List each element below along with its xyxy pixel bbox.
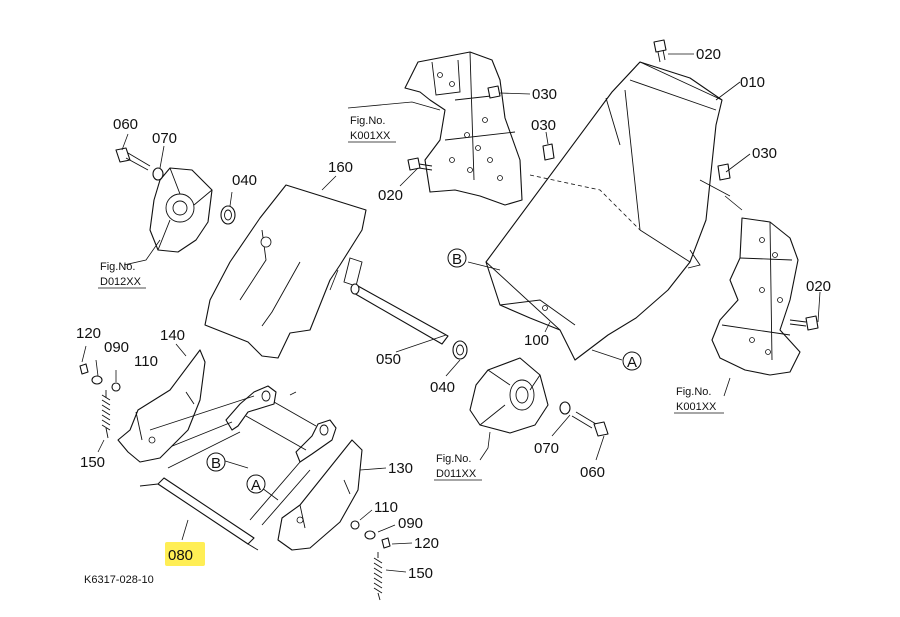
top-frame-bracket bbox=[404, 51, 523, 206]
label-120-left: 120 bbox=[76, 325, 101, 342]
svg-text:B: B bbox=[452, 251, 462, 268]
clip-030-c bbox=[717, 163, 731, 181]
bushing-040-lower bbox=[452, 340, 468, 360]
bolt-060-upper bbox=[115, 147, 151, 171]
pin-120-left bbox=[79, 363, 89, 375]
label-070-lower: 070 bbox=[534, 440, 559, 457]
svg-text:K001XX: K001XX bbox=[350, 130, 391, 142]
leader-lines bbox=[81, 53, 821, 573]
svg-text:D011XX: D011XX bbox=[436, 468, 477, 480]
rod-080 bbox=[139, 477, 259, 551]
marker-a-lower: A bbox=[246, 474, 266, 494]
label-150-left: 150 bbox=[80, 454, 105, 471]
figure-code: K6317-028-10 bbox=[84, 574, 154, 586]
fig-ref-d011: Fig.No. D011XX bbox=[434, 453, 482, 481]
label-030-b: 030 bbox=[531, 117, 556, 134]
label-040-upper: 040 bbox=[232, 172, 257, 189]
spring-150-right bbox=[373, 552, 383, 601]
label-100: 100 bbox=[524, 332, 549, 349]
bolt-020-right bbox=[789, 315, 819, 331]
label-110-left: 110 bbox=[134, 353, 158, 370]
bearing-housing-d011 bbox=[469, 357, 549, 434]
label-090-right: 090 bbox=[398, 515, 423, 532]
bolt-020-top bbox=[653, 39, 667, 63]
label-020-left: 020 bbox=[378, 187, 403, 204]
svg-text:Fig.No.: Fig.No. bbox=[100, 261, 135, 273]
svg-text:Fig.No.: Fig.No. bbox=[436, 453, 471, 465]
shaft-050 bbox=[350, 283, 449, 345]
part-labels: 020 010 030 030 030 020 020 060 070 040 … bbox=[76, 46, 831, 582]
label-120-right: 120 bbox=[414, 535, 439, 552]
bolt-020-left bbox=[407, 157, 433, 171]
label-080: 080 bbox=[168, 547, 193, 564]
discharge-chute-010 bbox=[485, 61, 723, 361]
bolt-060-lower bbox=[571, 411, 609, 437]
washer-090-right bbox=[364, 530, 376, 540]
fig-ref-k001-top: Fig.No. K001XX bbox=[348, 115, 396, 143]
bushing-040-upper bbox=[220, 205, 236, 225]
label-030-a: 030 bbox=[532, 86, 557, 103]
label-150-right: 150 bbox=[408, 565, 433, 582]
washer-070-lower bbox=[559, 401, 571, 415]
svg-text:A: A bbox=[627, 354, 637, 371]
label-070-upper: 070 bbox=[152, 130, 177, 147]
label-140: 140 bbox=[160, 327, 185, 344]
washer-110-left bbox=[111, 382, 121, 392]
washer-090-left bbox=[91, 375, 103, 385]
side-bracket-130 bbox=[277, 439, 363, 551]
side-bracket-140 bbox=[117, 349, 206, 463]
label-130: 130 bbox=[388, 460, 413, 477]
highlight-080 bbox=[165, 542, 205, 566]
bearing-housing-d012 bbox=[149, 167, 213, 253]
label-030-c: 030 bbox=[752, 145, 777, 162]
cover-plate-160 bbox=[204, 184, 367, 359]
right-frame-bracket bbox=[711, 217, 801, 376]
marker-a-upper: A bbox=[622, 351, 642, 371]
label-090-left: 090 bbox=[104, 339, 129, 356]
link-arm-assembly bbox=[149, 385, 337, 526]
washer-070-upper bbox=[152, 167, 164, 181]
svg-text:B: B bbox=[211, 455, 221, 472]
label-160: 160 bbox=[328, 159, 353, 176]
marker-b-upper: B bbox=[447, 248, 467, 268]
label-010: 010 bbox=[740, 74, 765, 91]
svg-text:A: A bbox=[251, 477, 261, 494]
label-110-right: 110 bbox=[374, 499, 398, 516]
svg-text:K001XX: K001XX bbox=[676, 401, 717, 413]
label-020-right: 020 bbox=[806, 278, 831, 295]
pin-120-right bbox=[381, 537, 391, 549]
washer-110-right bbox=[350, 520, 360, 530]
spring-150-left bbox=[101, 390, 111, 439]
fig-ref-k001-right: Fig.No. K001XX bbox=[674, 386, 724, 414]
label-040-lower: 040 bbox=[430, 379, 455, 396]
svg-text:Fig.No.: Fig.No. bbox=[676, 386, 711, 398]
label-060-upper: 060 bbox=[113, 116, 138, 133]
marker-b-lower: B bbox=[206, 452, 226, 472]
svg-text:Fig.No.: Fig.No. bbox=[350, 115, 385, 127]
clip-030-a bbox=[487, 85, 501, 99]
label-060-lower: 060 bbox=[580, 464, 605, 481]
clip-030-b bbox=[542, 143, 555, 161]
svg-text:D012XX: D012XX bbox=[100, 276, 142, 288]
fig-ref-d012: Fig.No. D012XX bbox=[98, 261, 146, 289]
label-020-top: 020 bbox=[696, 46, 721, 63]
label-050: 050 bbox=[376, 351, 401, 368]
